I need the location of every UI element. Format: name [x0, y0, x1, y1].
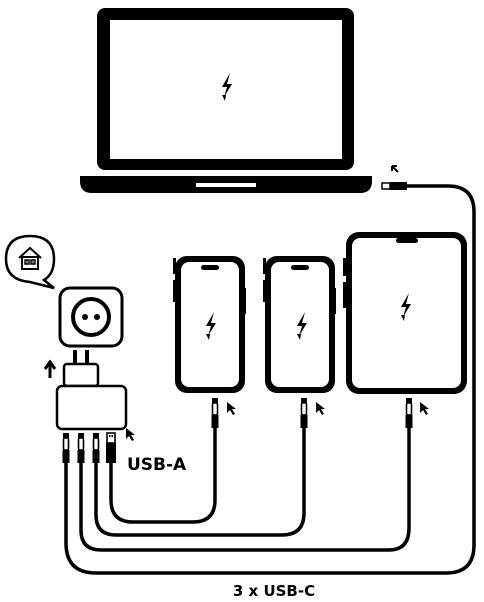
house-bubble: [4, 234, 56, 290]
charger-plugs: [61, 428, 135, 464]
speech-bubble: [4, 234, 56, 290]
usb-c-plug: [299, 397, 309, 429]
charger-prong-left: [73, 350, 77, 364]
usb-c-port: [381, 182, 391, 190]
laptop-screen: [110, 20, 342, 159]
tablet: [343, 232, 467, 394]
usb-c-plug: [61, 432, 71, 464]
cursor-icon: [420, 402, 429, 415]
usb-c-label: 3 x USB-C: [233, 582, 315, 600]
cursor-icon: [227, 402, 236, 415]
cable-phone-1: [109, 428, 217, 524]
charger-body: [55, 384, 128, 431]
arrow-up-icon: [43, 359, 57, 378]
cursor-icon: [126, 428, 135, 441]
cursor-icon: [316, 402, 325, 415]
smartphone-1: [173, 256, 246, 393]
charger-prong-right: [85, 350, 89, 364]
laptop: [80, 8, 372, 193]
smartphone-2: [263, 256, 336, 393]
usb-c-plug: [210, 397, 220, 429]
usb-c-plug: [76, 432, 86, 464]
usb-c-plug: [91, 432, 101, 464]
usb-a-label: USB-A: [127, 455, 187, 475]
usb-a-plug: [106, 432, 116, 463]
house-icon: [18, 246, 42, 270]
cable-laptop: [64, 184, 476, 575]
charger: [55, 350, 128, 431]
cable-tablet: [79, 428, 411, 552]
wall-socket: [58, 286, 124, 348]
usb-c-plug: [390, 182, 407, 190]
cable-phone-2: [94, 428, 306, 537]
usb-c-plug: [404, 397, 414, 429]
laptop-cable: [64, 165, 476, 575]
arrow-icon: [391, 165, 399, 173]
charger-plug-housing: [62, 362, 100, 388]
device-cables: [79, 428, 411, 552]
laptop-trackpad: [196, 183, 256, 187]
